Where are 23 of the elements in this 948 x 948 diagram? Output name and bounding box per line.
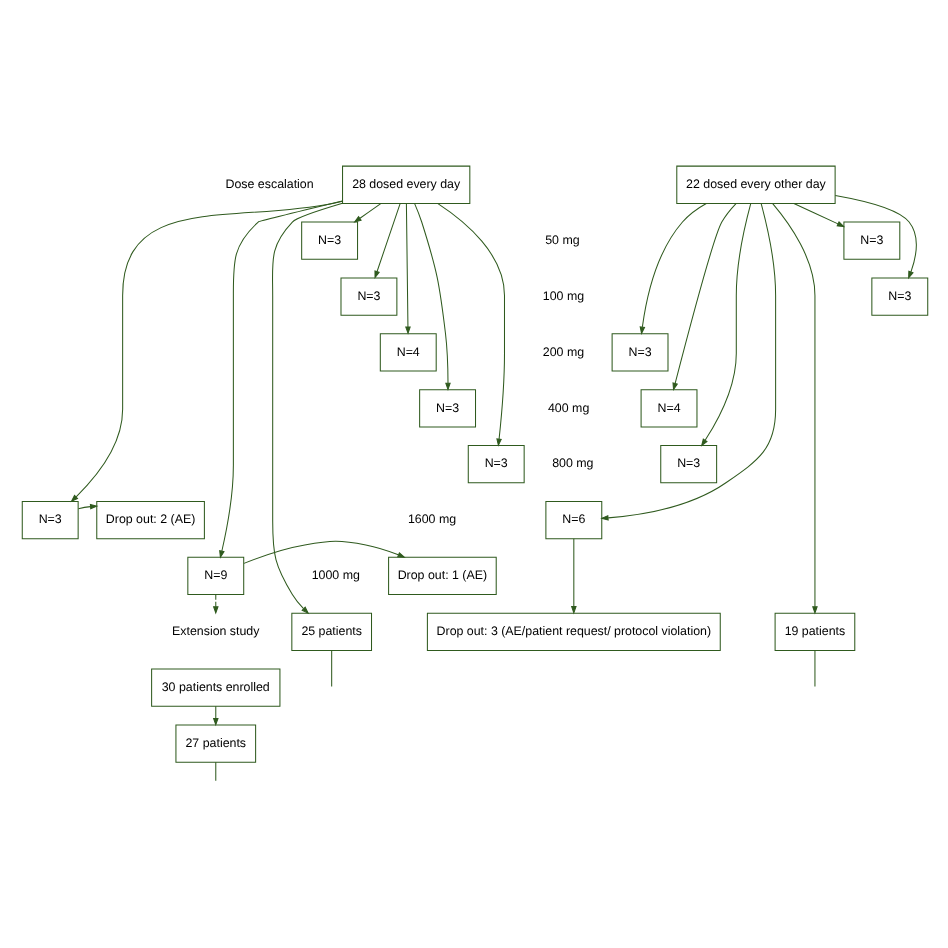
arrow [413, 203, 450, 391]
arrow [211, 705, 218, 727]
connector [214, 761, 216, 782]
connector [813, 649, 815, 688]
arrow [270, 202, 342, 615]
arrow [242, 540, 405, 564]
arrow [218, 200, 342, 559]
arrow [373, 202, 400, 280]
arrow [638, 202, 706, 335]
arrow [833, 194, 916, 280]
connector [330, 649, 332, 688]
arrow [436, 202, 504, 447]
arrow [671, 203, 736, 392]
arrow [792, 202, 845, 228]
arrow [211, 594, 218, 615]
arrow [69, 200, 343, 503]
arrow [76, 503, 98, 510]
arrow [404, 203, 410, 335]
arrow [569, 538, 576, 615]
arrow [352, 202, 381, 223]
arrow [699, 202, 751, 447]
arrow [771, 203, 817, 615]
arrow [599, 202, 776, 521]
